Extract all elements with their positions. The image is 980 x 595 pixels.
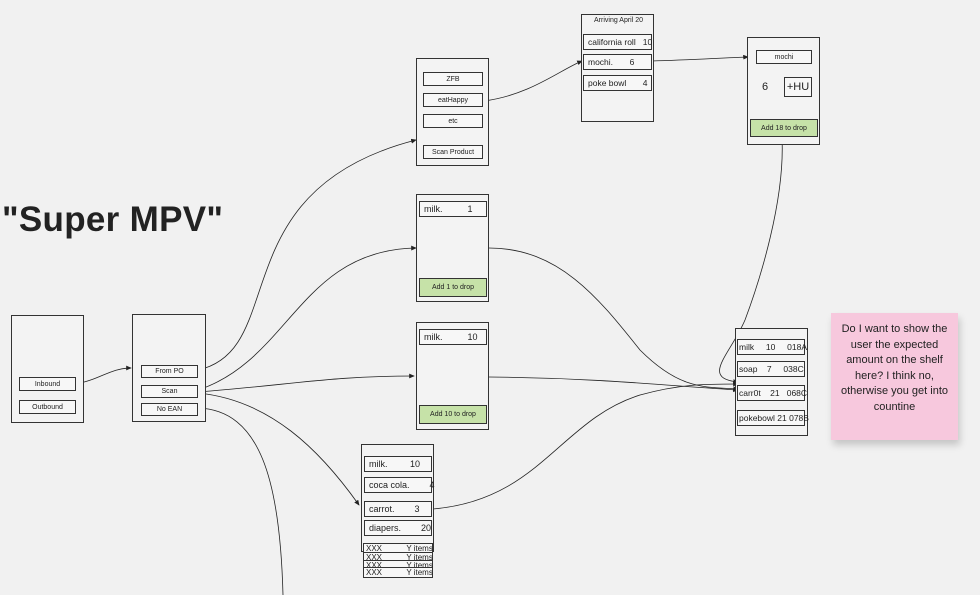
- po-row-mochi[interactable]: mochi. 6: [583, 54, 652, 70]
- add-to-drop-button[interactable]: Add 18 to drop: [750, 119, 818, 137]
- no-ean-row-diapers[interactable]: diapers. 20: [364, 520, 432, 536]
- scan-row-milk[interactable]: milk. 1: [419, 201, 487, 217]
- connector-from-po-to-po-screen: [197, 138, 417, 371]
- mochi-product-label: mochi: [756, 50, 812, 64]
- po-row-california-roll[interactable]: california roll 10: [583, 34, 652, 50]
- po-item-etc[interactable]: etc: [423, 114, 483, 128]
- add-hu-button[interactable]: +HU: [784, 77, 812, 97]
- connector-milk-1-to-shelf: [488, 247, 739, 392]
- no-ean-row-milk[interactable]: milk. 10: [364, 456, 432, 472]
- no-ean-row-coca-cola[interactable]: coca cola. 4: [364, 477, 435, 493]
- connector-mochi-screen-to-shelf: [719, 137, 783, 384]
- no-ean-overflow-row[interactable]: XXX Y items: [363, 567, 433, 578]
- from-po-button[interactable]: From PO: [141, 365, 198, 378]
- shelf-row-milk[interactable]: milk 10 018A: [737, 339, 807, 355]
- po-detail-title: Arriving April 20: [594, 17, 644, 24]
- connector-milk-10-to-shelf: [488, 376, 739, 393]
- connector-no-ean-down: [197, 407, 284, 595]
- no-ean-row-carrot[interactable]: carrot. 3: [364, 501, 432, 517]
- add-to-drop-button[interactable]: Add 10 to drop: [419, 405, 487, 424]
- po-item-eathappy[interactable]: eatHappy: [423, 93, 483, 107]
- mochi-quantity: 6: [762, 81, 769, 93]
- shelf-row-pokebowl[interactable]: pokebowl 21 078B: [737, 410, 809, 426]
- connector-scan-to-no-ean: [197, 392, 360, 506]
- sticky-note[interactable]: Do I want to show the user the expected …: [831, 313, 958, 440]
- shelf-row-carrot[interactable]: carr0t 21 068C: [737, 385, 807, 401]
- po-item-zfb[interactable]: ZFB: [423, 72, 483, 86]
- shelf-row-soap[interactable]: soap 7 038C: [737, 361, 805, 377]
- add-to-drop-button[interactable]: Add 1 to drop: [419, 278, 487, 297]
- board-title: "Super MPV": [2, 200, 224, 239]
- connector-mochi-to-mochi-screen: [651, 54, 749, 62]
- connector-scan-to-milk-10: [197, 373, 415, 393]
- po-row-poke-bowl[interactable]: poke bowl 4: [583, 75, 652, 91]
- inbound-button[interactable]: Inbound: [19, 377, 76, 391]
- scan-product-button[interactable]: Scan Product: [423, 145, 483, 159]
- connector-eathappy-to-po-detail: [483, 60, 583, 102]
- no-ean-button[interactable]: No EAN: [141, 403, 198, 416]
- connector-scan-to-milk-1: [197, 245, 417, 391]
- connector-carrot-to-shelf: [432, 381, 739, 510]
- scan-row-milk[interactable]: milk. 10: [419, 329, 487, 345]
- outbound-button[interactable]: Outbound: [19, 400, 76, 414]
- scan-button[interactable]: Scan: [141, 385, 198, 398]
